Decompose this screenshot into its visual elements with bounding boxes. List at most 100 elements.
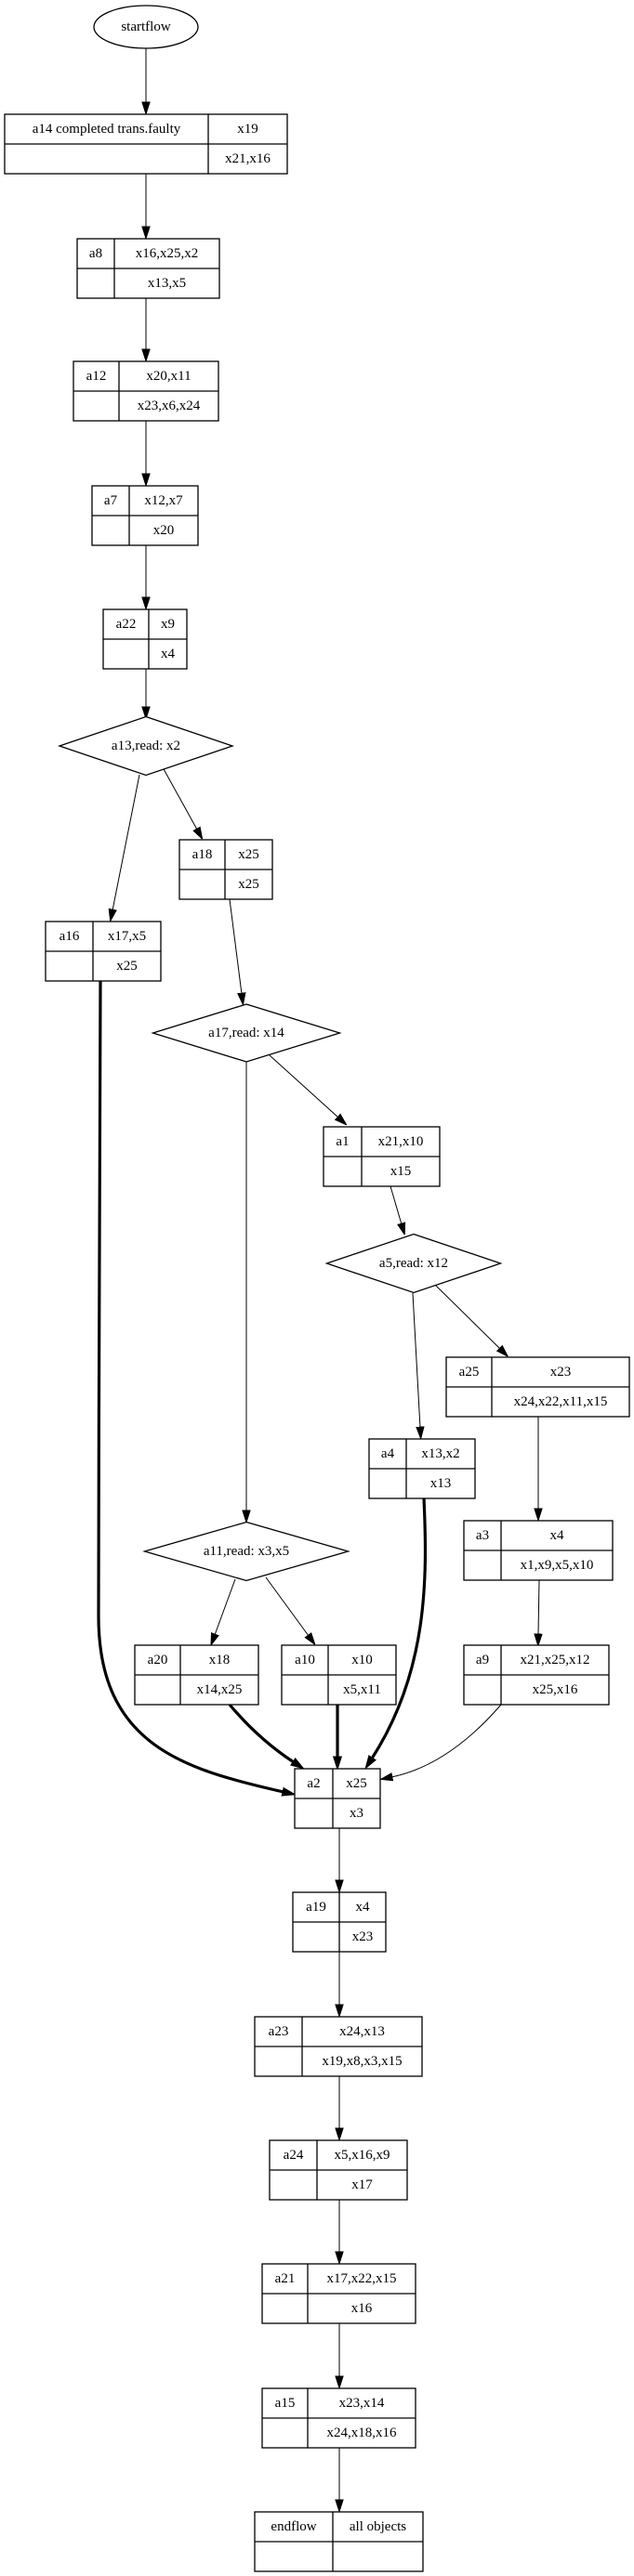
- decision-label: a5,read: x12: [379, 1256, 448, 1271]
- read-objects: x25,x16: [533, 1682, 578, 1697]
- decision-diamond: [324, 1233, 503, 1294]
- nodes-layer: startflow a14 completed trans.faulty x19 x2…: [4, 5, 630, 2572]
- activity-name: a14 completed trans.faulty: [33, 122, 181, 137]
- read-objects: x3: [350, 1806, 363, 1821]
- activity-name: a22: [116, 617, 137, 632]
- written-objects: x12,x7: [144, 493, 183, 508]
- written-objects: x4: [550, 1528, 565, 1543]
- edge-a1-to-a5: [390, 1185, 402, 1224]
- edge-a9-to-a2: [391, 1704, 502, 1777]
- read-objects: x23: [352, 1929, 374, 1944]
- read-objects: x16: [351, 2301, 373, 2316]
- activity-name: a23: [269, 2024, 289, 2039]
- written-objects: x19: [237, 122, 258, 137]
- written-objects: all objects: [350, 2519, 406, 2534]
- written-objects: x23,x14: [339, 2396, 385, 2411]
- node-a18: a18 x25 x25: [178, 839, 273, 900]
- node-a10: a10 x10 x5,x11: [281, 1644, 397, 1706]
- activity-name: a2: [307, 1776, 320, 1791]
- edge-a5-to-a25: [434, 1284, 500, 1349]
- node-a14: a14 completed trans.faulty x19 x21,x16: [4, 113, 288, 175]
- written-objects: x23: [550, 1365, 572, 1380]
- node-a11: a11,read: x3,x5: [142, 1521, 350, 1582]
- activity-name: a3: [476, 1528, 489, 1543]
- written-objects: x4: [356, 1900, 371, 1915]
- decision-label: a17,read: x14: [208, 1026, 284, 1040]
- edge-a20-to-a2: [228, 1703, 294, 1762]
- node-a5: a5,read: x12: [324, 1233, 503, 1294]
- read-objects: x25: [116, 959, 138, 974]
- decision-label: a13,read: x2: [112, 739, 180, 753]
- activity-name: a7: [104, 493, 118, 508]
- node-a17: a17,read: x14: [151, 1003, 342, 1063]
- edge-a16-to-a2: [97, 980, 284, 1792]
- node-a20: a20 x18 x14,x25: [134, 1644, 259, 1706]
- node-a16: a16 x17,x5 x25: [45, 921, 162, 982]
- written-objects: x17,x5: [108, 929, 146, 944]
- edge-a11-to-a20: [215, 1578, 236, 1635]
- node-a21: a21 x17,x22,x15 x16: [261, 2263, 416, 2324]
- written-objects: x21,x25,x12: [521, 1653, 590, 1667]
- written-objects: x13,x2: [421, 1446, 459, 1461]
- written-objects: x18: [209, 1653, 231, 1667]
- activity-name: a9: [476, 1653, 489, 1667]
- activity-name: a16: [59, 929, 80, 944]
- read-objects: x23,x6,x24: [138, 399, 201, 413]
- written-objects: x17,x22,x15: [327, 2271, 397, 2286]
- read-objects: x1,x9,x5,x10: [521, 1558, 594, 1573]
- activity-name: a15: [275, 2396, 296, 2411]
- edge-a13-to-a18: [162, 766, 197, 830]
- edges-layer: [97, 48, 539, 2501]
- node-a7: a7 x12,x7 x20: [91, 485, 199, 546]
- node-a13: a13,read: x2: [57, 715, 235, 777]
- read-objects: x13,x5: [148, 276, 186, 291]
- edge-a17-to-a1: [269, 1054, 338, 1118]
- activity-name: a10: [295, 1653, 315, 1667]
- decision-diamond: [57, 715, 235, 777]
- written-objects: x25: [238, 847, 259, 862]
- read-objects: x20: [153, 523, 175, 538]
- activity-name: a18: [192, 847, 213, 862]
- written-objects: x9: [161, 617, 175, 632]
- activity-name: a21: [275, 2271, 296, 2286]
- read-objects: x15: [390, 1164, 412, 1179]
- edge-a13-to-a16: [112, 774, 140, 910]
- activity-name: a20: [148, 1653, 168, 1667]
- edge-a3-to-a9: [538, 1579, 539, 1635]
- node-a9: a9 x21,x25,x12 x25,x16: [463, 1644, 610, 1706]
- activity-name: a8: [89, 246, 102, 261]
- written-objects: x24,x13: [339, 2024, 385, 2039]
- start-label: startflow: [121, 20, 170, 34]
- written-objects: x21,x10: [378, 1134, 424, 1149]
- activity-name: a25: [459, 1365, 480, 1380]
- node-a8: a8 x16,x25,x2 x13,x5: [76, 238, 220, 299]
- edge-a4-to-a2: [372, 1497, 428, 1759]
- activity-name: a4: [381, 1446, 395, 1461]
- start-ellipse: [93, 5, 199, 49]
- node-startflow: startflow: [93, 5, 199, 49]
- read-objects: x14,x25: [197, 1682, 243, 1697]
- read-objects: x5,x11: [343, 1682, 381, 1697]
- decision-diamond: [142, 1521, 350, 1582]
- read-objects: x25: [238, 877, 259, 892]
- activity-name: a24: [284, 2148, 304, 2163]
- activity-name: a1: [336, 1134, 349, 1149]
- written-objects: x10: [351, 1653, 373, 1667]
- edge-a5-to-a4: [412, 1292, 420, 1428]
- written-objects: x16,x25,x2: [136, 246, 199, 261]
- activity-name: a19: [306, 1900, 326, 1915]
- read-objects: x24,x22,x11,x15: [514, 1394, 608, 1409]
- edge-a18-to-a17: [229, 898, 242, 994]
- edge-a11-to-a10: [265, 1576, 309, 1636]
- read-objects: x21,x16: [225, 151, 271, 166]
- written-objects: x5,x16,x9: [335, 2148, 390, 2163]
- node-a25: a25 x23 x24,x22,x11,x15: [445, 1356, 630, 1418]
